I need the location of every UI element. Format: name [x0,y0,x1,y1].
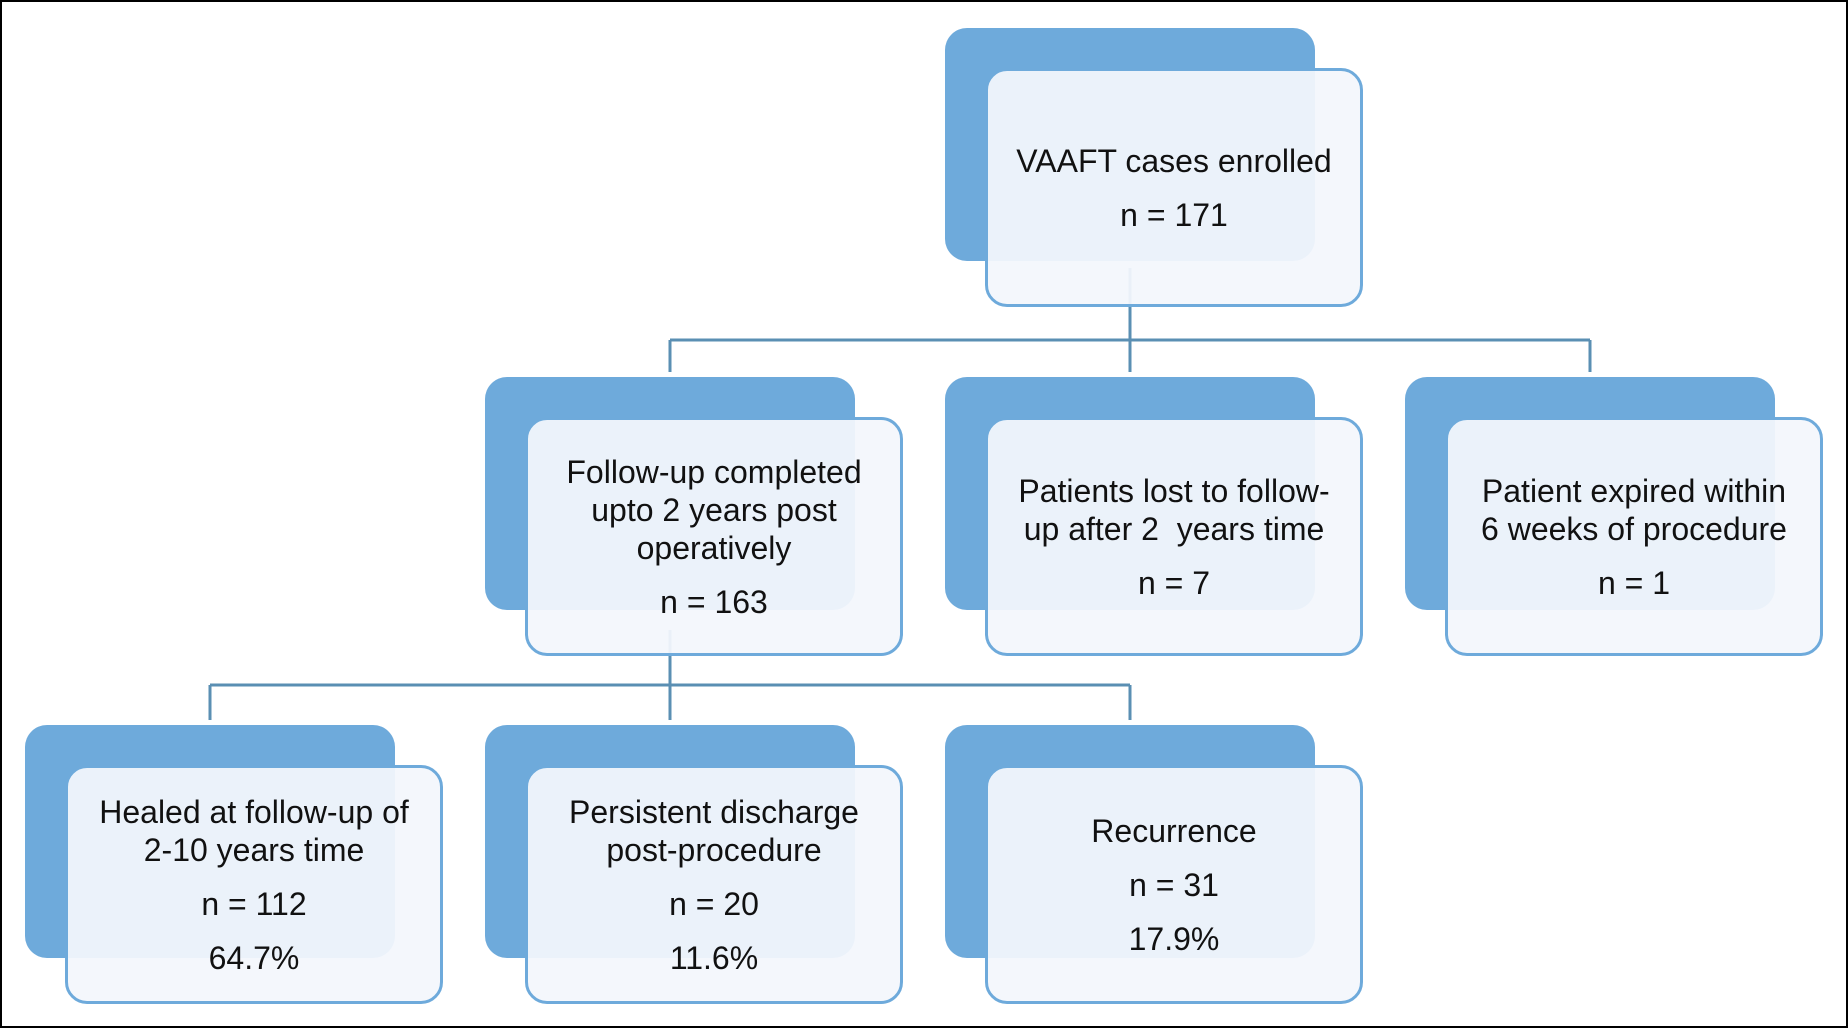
node-label-line: 2-10 years time [143,831,365,868]
node-front-box: Healed at follow-up of 2-10 years time n… [65,765,443,1004]
node-front-box: Patients lost to follow- up after 2 year… [985,417,1363,656]
node-label-line: VAAFT cases enrolled [1016,142,1332,179]
node-persistent-discharge: Persistent discharge post-procedure n = … [485,725,903,1004]
node-count: n = 1 [1597,564,1671,601]
node-count: n = 31 [1129,866,1219,903]
node-front-box: Follow-up completed upto 2 years post op… [525,417,903,656]
node-front-box: Persistent discharge post-procedure n = … [525,765,903,1004]
node-count: n = 163 [660,583,768,620]
node-percentage: 11.6% [669,939,759,976]
node-label-line: Patient expired within [1481,472,1787,509]
node-front-box: Patient expired within 6 weeks of proced… [1445,417,1823,656]
node-label-line: post-procedure [606,831,822,868]
node-label-line: Healed at follow-up of [99,793,409,830]
node-label-line: operatively [636,529,792,566]
node-label-line: Recurrence [1091,812,1257,849]
node-count: n = 7 [1137,564,1211,601]
node-front-box: VAAFT cases enrolled n = 171 [985,68,1363,307]
node-lost-to-followup: Patients lost to follow- up after 2 year… [945,377,1363,656]
node-front-box: Recurrence n = 31 17.9% [985,765,1363,1004]
node-count: n = 171 [1120,196,1228,233]
node-healed: Healed at follow-up of 2-10 years time n… [25,725,443,1004]
node-label-line: Patients lost to follow- [1018,472,1330,509]
node-label-line: Persistent discharge [569,793,859,830]
node-label-line: 6 weeks of procedure [1481,510,1787,547]
node-percentage: 17.9% [1128,920,1220,957]
node-label-line: upto 2 years post [591,491,837,528]
node-label-line: up after 2 years time [1023,510,1325,547]
node-followup-completed: Follow-up completed upto 2 years post op… [485,377,903,656]
node-cases-enrolled: VAAFT cases enrolled n = 171 [945,28,1363,307]
node-percentage: 64.7% [208,939,300,976]
node-count: n = 20 [669,885,759,922]
node-count: n = 112 [201,885,307,922]
node-label-line: Follow-up completed [566,453,862,490]
node-patient-expired: Patient expired within 6 weeks of proced… [1405,377,1823,656]
node-recurrence: Recurrence n = 31 17.9% [945,725,1363,1004]
